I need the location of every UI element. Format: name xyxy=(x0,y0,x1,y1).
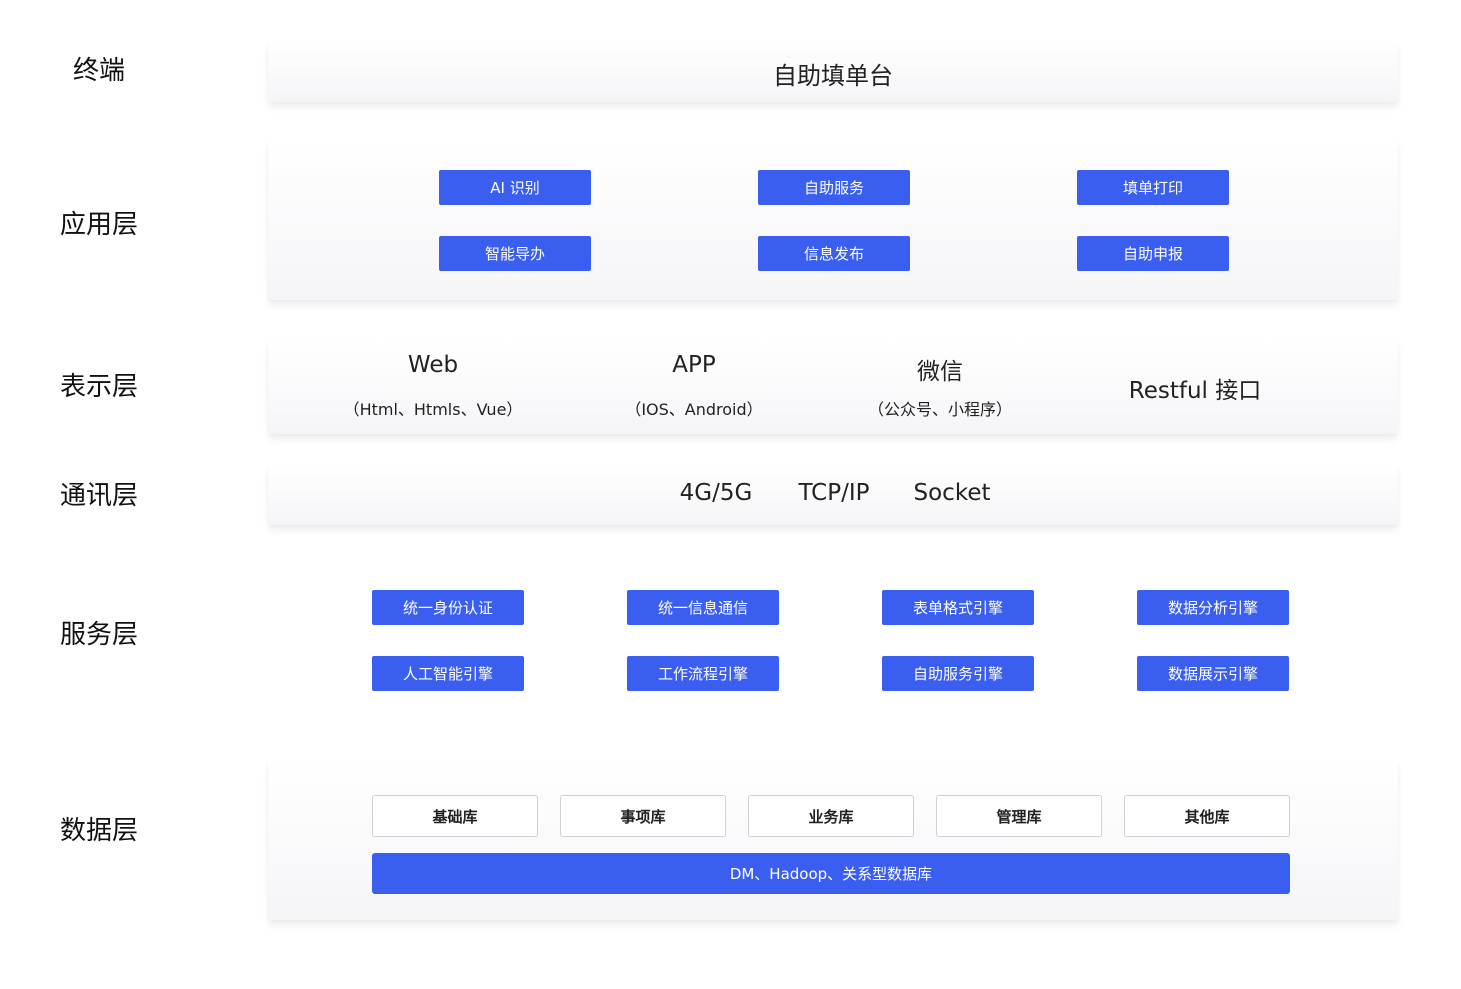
comm-socket: Socket xyxy=(913,480,991,506)
application-panel: AI 识别 自助服务 填单打印 智能导办 信息发布 自助申报 xyxy=(268,140,1398,300)
data-item-library[interactable]: 事项库 xyxy=(560,795,726,837)
layer-label-data: 数据层 xyxy=(59,816,138,846)
data-business-library[interactable]: 业务库 xyxy=(748,795,914,837)
app-self-service-button[interactable]: 自助服务 xyxy=(758,170,910,205)
app-info-publish-button[interactable]: 信息发布 xyxy=(758,236,910,271)
svc-analysis-engine-button[interactable]: 数据分析引擎 xyxy=(1137,590,1289,625)
app-form-print-button[interactable]: 填单打印 xyxy=(1077,170,1229,205)
comm-tcpip: TCP/IP xyxy=(798,480,870,506)
presentation-app-sub: （IOS、Android） xyxy=(625,400,763,419)
svc-identity-auth-button[interactable]: 统一身份认证 xyxy=(372,590,524,625)
comm-4g5g: 4G/5G xyxy=(679,480,753,506)
layer-label-terminal: 终端 xyxy=(72,56,125,86)
communication-panel: 4G/5G TCP/IP Socket xyxy=(268,465,1398,525)
presentation-web-sub: （Html、Htmls、Vue） xyxy=(343,400,523,419)
terminal-title: 自助填单台 xyxy=(773,62,893,90)
presentation-web-title: Web xyxy=(407,352,459,378)
presentation-wechat-sub: （公众号、小程序） xyxy=(867,400,1012,419)
app-smart-guide-button[interactable]: 智能导办 xyxy=(439,236,591,271)
layer-label-application: 应用层 xyxy=(59,210,138,240)
data-other-library[interactable]: 其他库 xyxy=(1124,795,1290,837)
svc-display-engine-button[interactable]: 数据展示引擎 xyxy=(1137,656,1289,691)
presentation-panel: Web （Html、Htmls、Vue） APP （IOS、Android） 微… xyxy=(268,340,1398,434)
svc-ai-engine-button[interactable]: 人工智能引擎 xyxy=(372,656,524,691)
data-panel: 基础库 事项库 业务库 管理库 其他库 DM、Hadoop、关系型数据库 xyxy=(268,760,1398,920)
presentation-restful-title: Restful 接口 xyxy=(1128,378,1262,404)
data-database-bar[interactable]: DM、Hadoop、关系型数据库 xyxy=(372,853,1290,894)
layer-label-service: 服务层 xyxy=(59,620,138,650)
layer-label-presentation: 表示层 xyxy=(59,372,138,402)
svc-workflow-engine-button[interactable]: 工作流程引擎 xyxy=(627,656,779,691)
data-management-library[interactable]: 管理库 xyxy=(936,795,1102,837)
app-ai-recognition-button[interactable]: AI 识别 xyxy=(439,170,591,205)
layer-label-communication: 通讯层 xyxy=(59,481,138,511)
terminal-panel: 自助填单台 xyxy=(268,42,1398,102)
app-self-declare-button[interactable]: 自助申报 xyxy=(1077,236,1229,271)
presentation-wechat-title: 微信 xyxy=(917,359,963,385)
data-basic-library[interactable]: 基础库 xyxy=(372,795,538,837)
svc-selfservice-engine-button[interactable]: 自助服务引擎 xyxy=(882,656,1034,691)
svc-form-engine-button[interactable]: 表单格式引擎 xyxy=(882,590,1034,625)
presentation-app-title: APP xyxy=(672,352,716,378)
svc-info-comm-button[interactable]: 统一信息通信 xyxy=(627,590,779,625)
